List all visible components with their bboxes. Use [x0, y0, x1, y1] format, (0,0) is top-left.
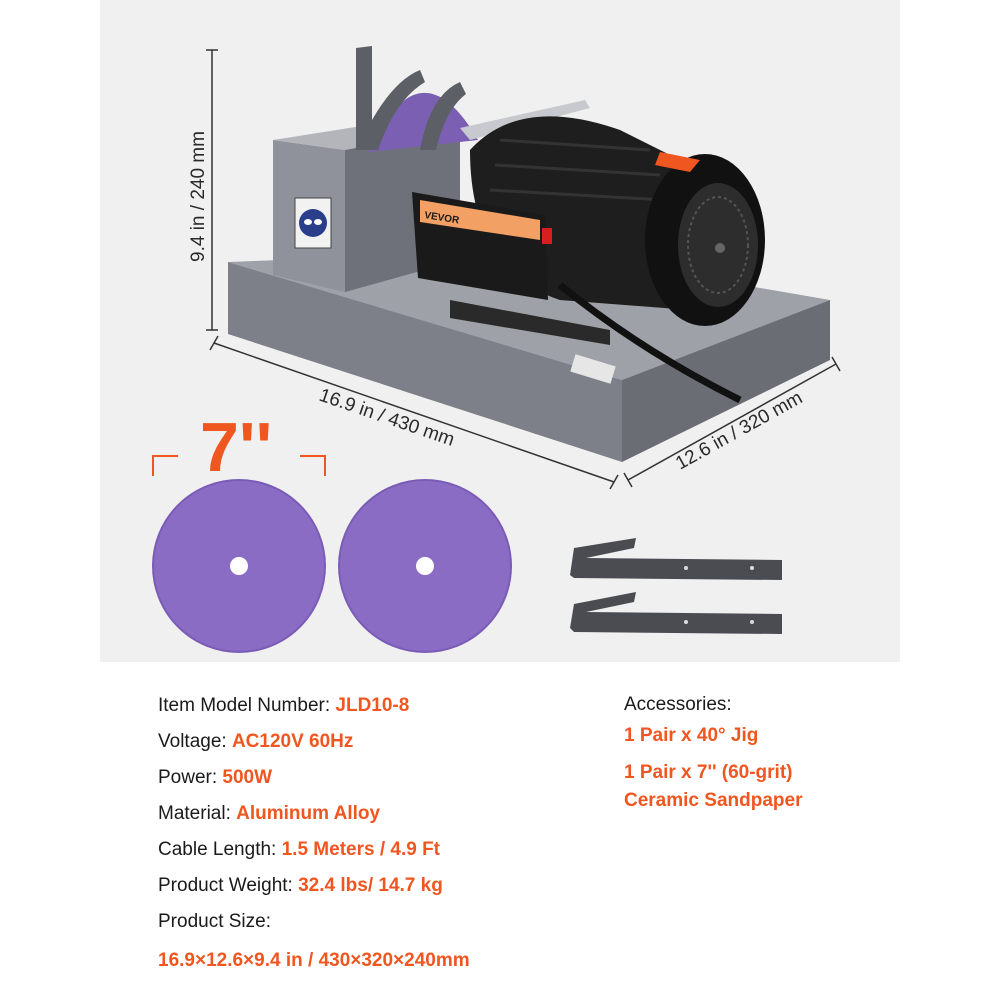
spec-row-voltage: Voltage: AC120V 60Hz — [158, 731, 354, 752]
height-dimension: 9.4 in / 240 mm — [188, 49, 218, 331]
accessory-jig: 1 Pair x 40° Jig — [624, 725, 759, 746]
power-switch — [542, 228, 552, 244]
control-box: VEVOR — [412, 192, 552, 300]
accessories-title: Accessories: — [624, 694, 732, 715]
jig-2 — [570, 592, 782, 634]
spec-row-cable-length: Cable Length: 1.5 Meters / 4.9 Ft — [158, 839, 441, 860]
product-illustration: 9.4 in / 240 mm — [152, 46, 841, 653]
sanding-disc-1 — [152, 479, 326, 653]
spec-row-power: Power: 500W — [158, 767, 273, 788]
spec-list: Item Model Number: JLD10-8 Voltage: AC12… — [158, 688, 470, 976]
disc-size-label: 7'' — [200, 408, 273, 486]
spec-row-product-size: Product Size: — [158, 911, 271, 932]
spec-row-material: Material: Aluminum Alloy — [158, 803, 381, 824]
accessories-list: Accessories: 1 Pair x 40° Jig 1 Pair x 7… — [624, 690, 802, 815]
jig-1 — [570, 538, 782, 580]
spec-row-model: Item Model Number: JLD10-8 — [158, 695, 410, 716]
safety-goggles-icon — [299, 209, 327, 237]
height-label: 9.4 in / 240 mm — [188, 131, 209, 262]
sanding-disc-2 — [338, 479, 512, 653]
disc-size-bracket — [152, 455, 326, 476]
accessory-sandpaper: 1 Pair x 7'' (60-grit) Ceramic Sandpaper — [624, 762, 803, 811]
product-size-value: 16.9×12.6×9.4 in / 430×320×240mm — [158, 950, 470, 971]
spec-row-weight: Product Weight: 32.4 lbs/ 14.7 kg — [158, 875, 443, 896]
